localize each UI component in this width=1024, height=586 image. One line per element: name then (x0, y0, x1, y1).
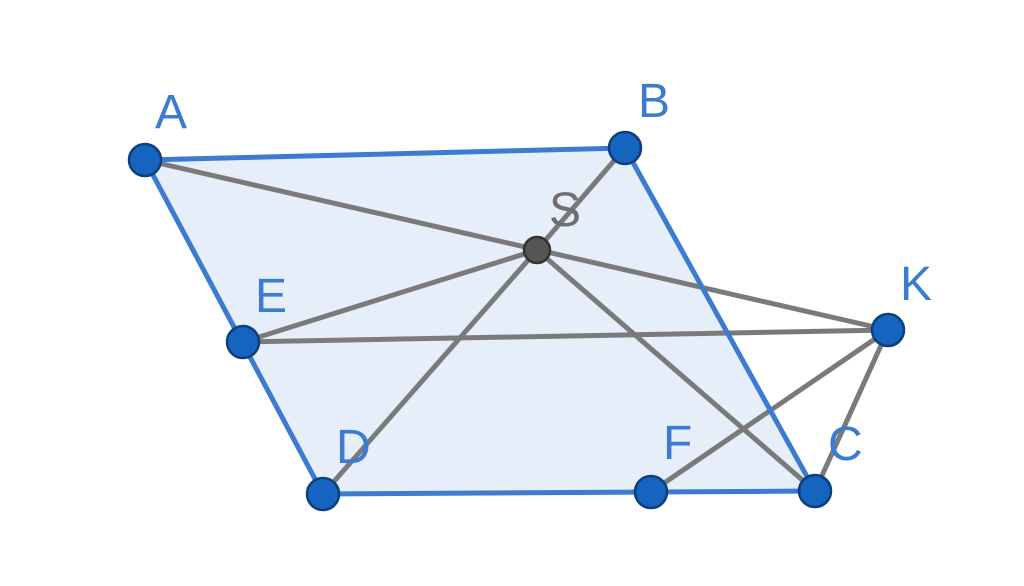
point-k[interactable] (870, 312, 906, 348)
point-e[interactable] (225, 324, 261, 360)
label-s: S (549, 184, 581, 237)
edge-da (142, 157, 326, 497)
edge-cd (320, 488, 818, 497)
points (127, 130, 906, 512)
point-d[interactable] (305, 476, 341, 512)
point-b[interactable] (607, 130, 643, 166)
label-k: K (900, 258, 932, 311)
point-a[interactable] (127, 142, 163, 178)
segment-ek (240, 327, 891, 345)
point-s[interactable] (522, 235, 552, 265)
segment-se (240, 247, 540, 345)
segment-ck (812, 327, 891, 494)
segment-sc (534, 247, 818, 494)
parallelogram-edges (142, 145, 818, 497)
edge-bc (622, 145, 818, 494)
parallelogram-abcd-fill (145, 148, 815, 494)
segment-bs (534, 145, 628, 253)
label-a: A (155, 86, 187, 139)
edge-ab (142, 145, 628, 163)
segment-sd (320, 247, 540, 497)
point-f[interactable] (633, 474, 669, 510)
gray-segments (142, 145, 891, 497)
point-c[interactable] (797, 473, 833, 509)
label-e: E (255, 270, 287, 323)
point-labels: A B S E K D F C (155, 75, 932, 474)
segment-ak (142, 157, 891, 333)
label-b: B (638, 75, 670, 128)
label-f: F (663, 417, 692, 470)
label-d: D (336, 421, 371, 474)
label-c: C (828, 418, 863, 471)
